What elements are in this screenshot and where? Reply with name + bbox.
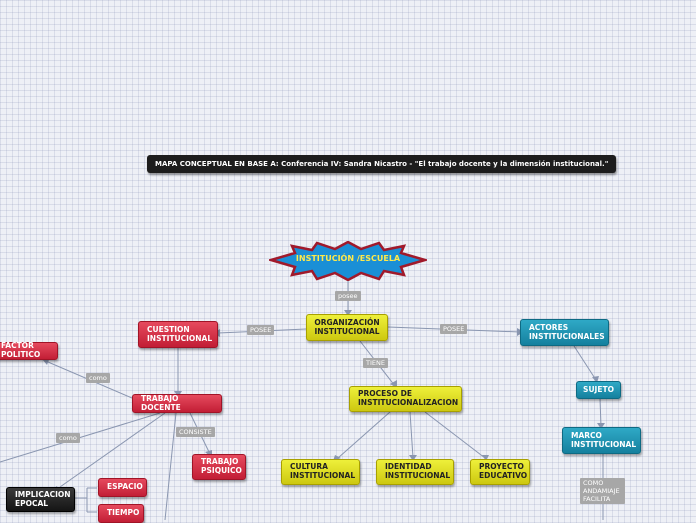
link-label-como-factor: como xyxy=(86,373,110,384)
node-espacio[interactable]: ESPACIO xyxy=(98,478,147,497)
node-actores-institucionales[interactable]: ACTORES INSTITUCIONALES xyxy=(520,319,609,346)
edge-trabajo-como xyxy=(0,412,161,463)
link-label-consiste: CONSISTE xyxy=(176,427,215,438)
node-organizacion-institucional[interactable]: ORGANIZACIÓN INSTITUCIONAL xyxy=(306,314,388,341)
node-proyecto-educativo[interactable]: PROYECTO EDUCATIVO xyxy=(470,459,530,485)
node-factor-politico[interactable]: FACTOR POLITICO xyxy=(0,342,58,360)
root-star-shape xyxy=(269,241,427,281)
edge-proceso-cultura xyxy=(337,411,391,459)
node-trabajo-docente[interactable]: TRABAJO DOCENTE xyxy=(132,394,222,413)
node-implicacion-epocal[interactable]: IMPLICACION EPOCAL xyxy=(6,487,75,512)
edge-sujeto-marco xyxy=(599,398,602,427)
edge-proceso-identidad xyxy=(409,411,414,459)
edge-proceso-proyecto xyxy=(424,411,486,459)
edge-actores-sujeto xyxy=(573,345,597,381)
link-label-posee: posee xyxy=(335,291,361,302)
node-cuestion-institucional[interactable]: CUESTION INSTITUCIONAL xyxy=(138,321,218,348)
link-label-tiene: TIENE xyxy=(363,358,388,369)
node-trabajo-psiquico[interactable]: TRABAJO PSIQUICO xyxy=(192,454,246,480)
edge-trabajo-implicacion xyxy=(59,412,166,488)
node-proceso-institucionalizacion[interactable]: PROCESO DE INSTITUCIONALIZACION xyxy=(349,386,462,412)
edge-trabajo-down xyxy=(164,412,177,520)
link-label-posee-actores: POSEE xyxy=(440,324,468,335)
node-tiempo[interactable]: TIEMPO xyxy=(98,504,144,523)
link-label-como: como xyxy=(56,433,80,444)
node-cultura-institucional[interactable]: CULTURA INSTITUCIONAL xyxy=(281,459,360,485)
root-node-institucion[interactable]: INSTITUCIÓN /ESCUELA xyxy=(295,254,401,263)
link-label-como-andamiaje: COMO ANDAMIAJE FACILITA xyxy=(580,478,625,505)
node-identidad-institucional[interactable]: IDENTIDAD INSTITUCIONAL xyxy=(376,459,454,485)
map-title: MAPA CONCEPTUAL EN BASE A: Conferencia I… xyxy=(147,155,616,173)
node-marco-institucional[interactable]: MARCO INSTITUCIONAL xyxy=(562,427,641,454)
link-label-posee-cuestion: POSEE xyxy=(247,325,275,336)
node-sujeto[interactable]: SUJETO xyxy=(576,381,621,399)
